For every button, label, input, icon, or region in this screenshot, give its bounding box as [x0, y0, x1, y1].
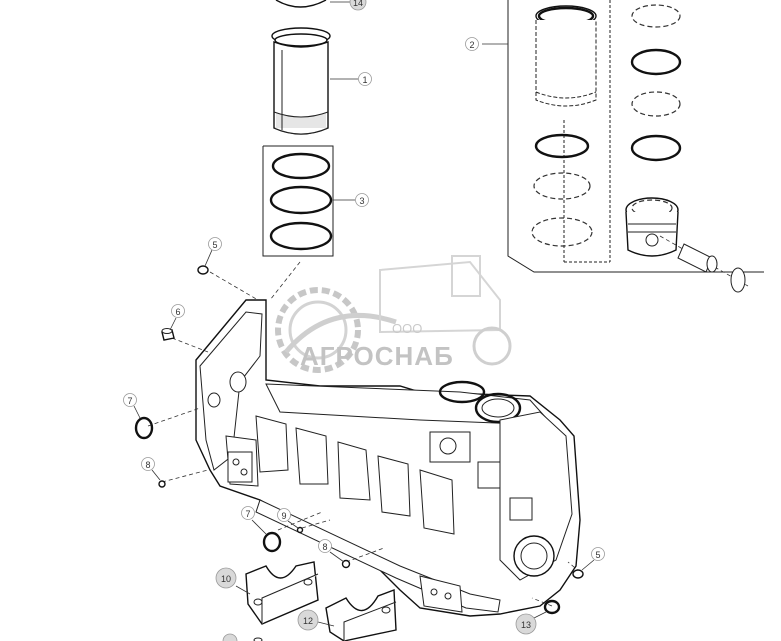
- callout-3-group: 3: [333, 193, 369, 207]
- dowel-6: [161, 328, 175, 341]
- kit-box: [482, 0, 764, 273]
- callout-6: 6: [175, 307, 180, 317]
- kit-seal-rings: [531, 133, 593, 247]
- plug-5-top: [197, 265, 209, 275]
- callout-8-bottom-group: 8: [318, 539, 345, 563]
- callout-8-left: 8: [145, 460, 150, 470]
- callout-7-bottom: 7: [245, 509, 250, 519]
- callout-3: 3: [359, 196, 364, 206]
- callout-8-left-group: 8: [141, 457, 161, 481]
- callout-1: 1: [362, 75, 367, 85]
- callout-8-bottom: 8: [322, 542, 327, 552]
- plug-8-left: [158, 480, 166, 488]
- callout-7-left: 7: [127, 396, 132, 406]
- callout-6-group: 6: [169, 304, 185, 331]
- watermark-brand: АГРОСНАБ: [300, 341, 454, 371]
- kit-piston-rings: [630, 4, 682, 162]
- callout-5-right: 5: [595, 550, 600, 560]
- callout-5-top-group: 5: [204, 237, 222, 267]
- callout-7-bottom-group: 7: [241, 506, 267, 535]
- bearing-cap-10: [245, 561, 319, 625]
- o-ring-7-left: [134, 416, 154, 440]
- callout-1-group: 1: [330, 72, 372, 86]
- callout-9: 9: [281, 511, 286, 521]
- watermark-small: ООО: [392, 321, 422, 336]
- bearing-cap-12: [325, 589, 397, 641]
- callout-2: 2: [469, 40, 474, 50]
- callout-2-group: 2: [465, 37, 479, 51]
- callout-12: 12: [303, 616, 313, 626]
- plug-9: [296, 526, 304, 534]
- callout-10-group: 10: [215, 567, 251, 595]
- kit-piston-pin: [659, 235, 749, 293]
- liner-top-ring: [275, 0, 327, 8]
- o-ring-7-bottom: [262, 531, 282, 553]
- callout-14-group: 14: [330, 0, 367, 11]
- kit-liner: [535, 5, 597, 107]
- callout-9-group: 9: [277, 508, 299, 529]
- cylinder-block: [147, 261, 581, 617]
- callout-13: 13: [521, 620, 531, 630]
- plug-5-right: [572, 569, 584, 579]
- callout-14: 14: [353, 0, 363, 8]
- seal-13: [543, 599, 561, 615]
- plug-8-bottom: [341, 559, 351, 569]
- callout-10: 10: [221, 574, 231, 584]
- callout-5-top: 5: [212, 240, 217, 250]
- kit-piston: [625, 197, 679, 257]
- callout-12-group: 12: [297, 609, 335, 631]
- watermark: ООО АГРОСНАБ: [275, 255, 512, 373]
- bolt-bottom-left: [253, 637, 263, 641]
- callout-5-right-group: 5: [581, 547, 605, 571]
- liner-o-ring-set: [262, 145, 334, 257]
- callout-13-group: 13: [515, 611, 547, 635]
- cylinder-liner: [271, 27, 331, 135]
- callout-partial-bottom-left: [222, 633, 238, 641]
- callout-7-left-group: 7: [123, 393, 141, 419]
